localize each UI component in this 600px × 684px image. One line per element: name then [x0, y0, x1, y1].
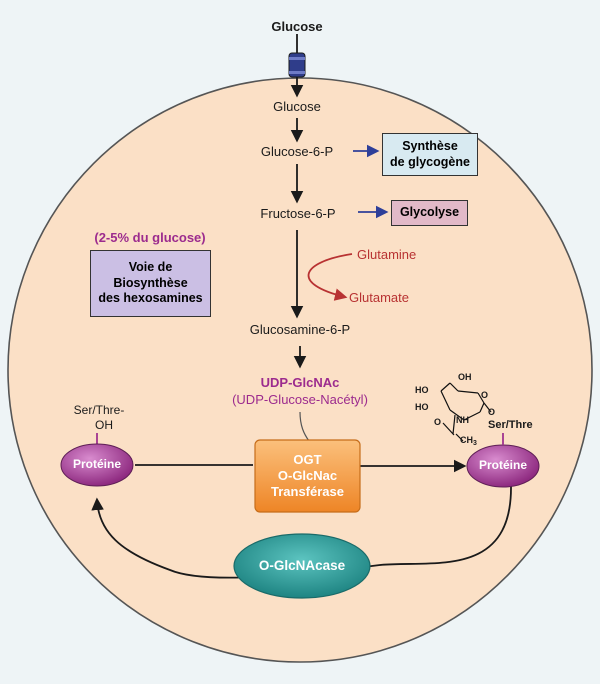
udp-to-ogt-connector [299, 411, 310, 442]
atom-nh: NH [456, 415, 469, 425]
node-udp-glcnac: UDP-GlcNAc [260, 375, 340, 390]
ogt-line-2: O-GlcNac [277, 467, 338, 483]
ogt-line-1: OGT [293, 451, 322, 467]
left-residue-oh: OH [95, 418, 113, 432]
extracellular-glucose: Glucose [271, 19, 323, 34]
ogt-line-3: Transférase [271, 484, 344, 500]
atom-o-ring: O [481, 390, 489, 400]
node-fructose-6-p: Fructose-6-P [260, 206, 336, 221]
atom-oh-top: OH [458, 372, 472, 382]
ogt-enzyme: OGT O-GlcNac Transférase [255, 440, 360, 512]
glycogen-line-1: Synthèse [402, 138, 458, 153]
atom-ch3-ch: CH [460, 435, 473, 445]
atom-ho-2: HO [415, 402, 429, 412]
ogt-shape [254, 439, 361, 513]
atom-ch3-sub: 3 [473, 440, 477, 447]
atom-o-acetyl: O [434, 417, 442, 427]
oga-enzyme-label: O-GlcNAcase [258, 558, 346, 573]
glycogen-box: Synthèse de glycogène [382, 133, 478, 176]
protein-right-label: Protéine [478, 458, 528, 472]
left-residue-label: Ser/Thre- [73, 403, 125, 417]
glycolysis-label: Glycolyse [399, 205, 460, 220]
hexosamine-line-2: Biosynthèse [113, 275, 188, 290]
atom-ho-1: HO [415, 385, 429, 395]
hexosamine-line-1: Voie de [128, 260, 173, 275]
hexosamine-line-3: des hexosamines [98, 291, 203, 306]
hexosamine-percent: (2-5% du glucose) [94, 230, 206, 245]
glutamine-arrow [307, 253, 353, 301]
glycogen-line-2: de glycogène [390, 154, 470, 169]
glucose-transporter [288, 34, 306, 98]
glcnac-molecule [440, 382, 492, 442]
atom-ch3: CH3 [460, 435, 477, 448]
node-udp-glcnac-full: (UDP-Glucose-Nacétyl) [232, 392, 368, 407]
node-glutamine: Glutamine [357, 247, 417, 262]
protein-left-label: Protéine [72, 457, 122, 471]
node-glucose-6-p: Glucose-6-P [260, 144, 334, 159]
node-glucose: Glucose [273, 99, 321, 114]
node-glutamate: Glutamate [349, 290, 409, 305]
atom-o-link: O [488, 407, 496, 417]
hexosamine-box: Voie de Biosynthèse des hexosamines [90, 250, 211, 317]
glycolysis-box: Glycolyse [391, 200, 468, 226]
oga-shape [233, 533, 371, 599]
right-residue-label: Ser/Thre [488, 419, 533, 431]
node-glucosamine-6-p: Glucosamine-6-P [249, 322, 351, 337]
protein-left-shape [60, 443, 134, 487]
